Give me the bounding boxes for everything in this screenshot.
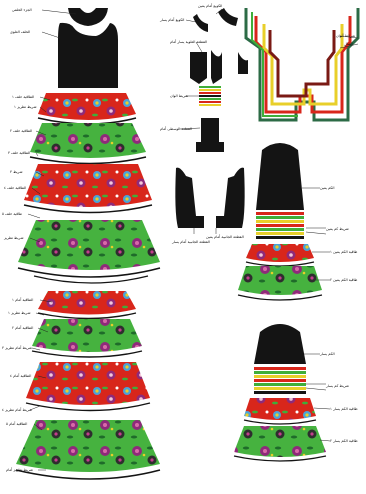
label-skirt-10: الطاقية أمام ٥	[6, 422, 27, 426]
label-color-strips: شرائط ألوان	[336, 34, 355, 38]
label-front-middle: القطعة الوسطى أمام	[160, 127, 192, 131]
label-skirt-6: الطاقية أمام ١	[12, 298, 33, 302]
label-back-collar: الجزء الخلفي	[12, 8, 32, 12]
label-front-upper-left: القطعة العلوية يسار أمام	[170, 40, 207, 44]
label-sleeve-left: الكم يسار	[320, 352, 335, 356]
label-skirt-7b: الطاقية أمام ٢	[12, 326, 33, 330]
label-skirt-4: الطاقية خلف ٤	[4, 186, 26, 190]
label-front-side-right: القطعة الجانبية أمام يمين	[206, 235, 244, 239]
label-skirt-9b: شريط أمام تطريز ٤	[2, 408, 32, 412]
label-front-side-left: القطعة الجانبية أمام يسار	[172, 240, 210, 244]
label-back-upper: الخلف العلوي	[10, 30, 30, 34]
label-skirt-3a: الطاقية خلف ٣	[8, 151, 30, 155]
label-sleeve-right-cap-1: طاقية الكم يمين ١	[330, 250, 357, 254]
label-collar-left: الكوبع أمام يسار	[160, 18, 184, 22]
label-sleeve-right: الكم يمين	[320, 186, 335, 190]
label-color-stripe: شريط الوان	[170, 94, 188, 98]
label-sleeve-left-strip: شريط كم يسار	[326, 384, 349, 388]
label-skirt-8: شريط أمام تطريز ٣	[2, 346, 32, 350]
label-sleeve-right-strip: شريط كم يمين	[326, 227, 349, 231]
label-shawl: الشال	[344, 42, 353, 46]
label-collar-right: الكوبع أمام يمين	[198, 4, 222, 8]
label-skirt-5b: شريط تطريز	[4, 236, 23, 240]
label-skirt-9a: الطاقية أمام ٤	[10, 374, 31, 378]
label-skirt-1b: شريط تطريز ١	[14, 105, 37, 109]
label-sleeve-left-cap-2: طاقية الكم يسار ٢	[330, 439, 358, 443]
label-sleeve-left-cap-1: طاقية الكم يسار ١	[330, 407, 358, 411]
label-sleeve-right-cap-2: طاقية الكم يمين ٢	[330, 278, 357, 282]
label-skirt-11: شريط تطريز أمام	[6, 468, 33, 472]
label-skirt-1a: الطاقية خلف ١	[12, 95, 34, 99]
label-skirt-3b: شريط ٣	[10, 170, 23, 174]
label-skirt-2: الطاقية خلف ٢	[10, 129, 32, 133]
label-skirt-5a: طاقية خلف ٥	[2, 212, 22, 216]
label-skirt-7a: شريط تطريز ١	[8, 311, 31, 315]
